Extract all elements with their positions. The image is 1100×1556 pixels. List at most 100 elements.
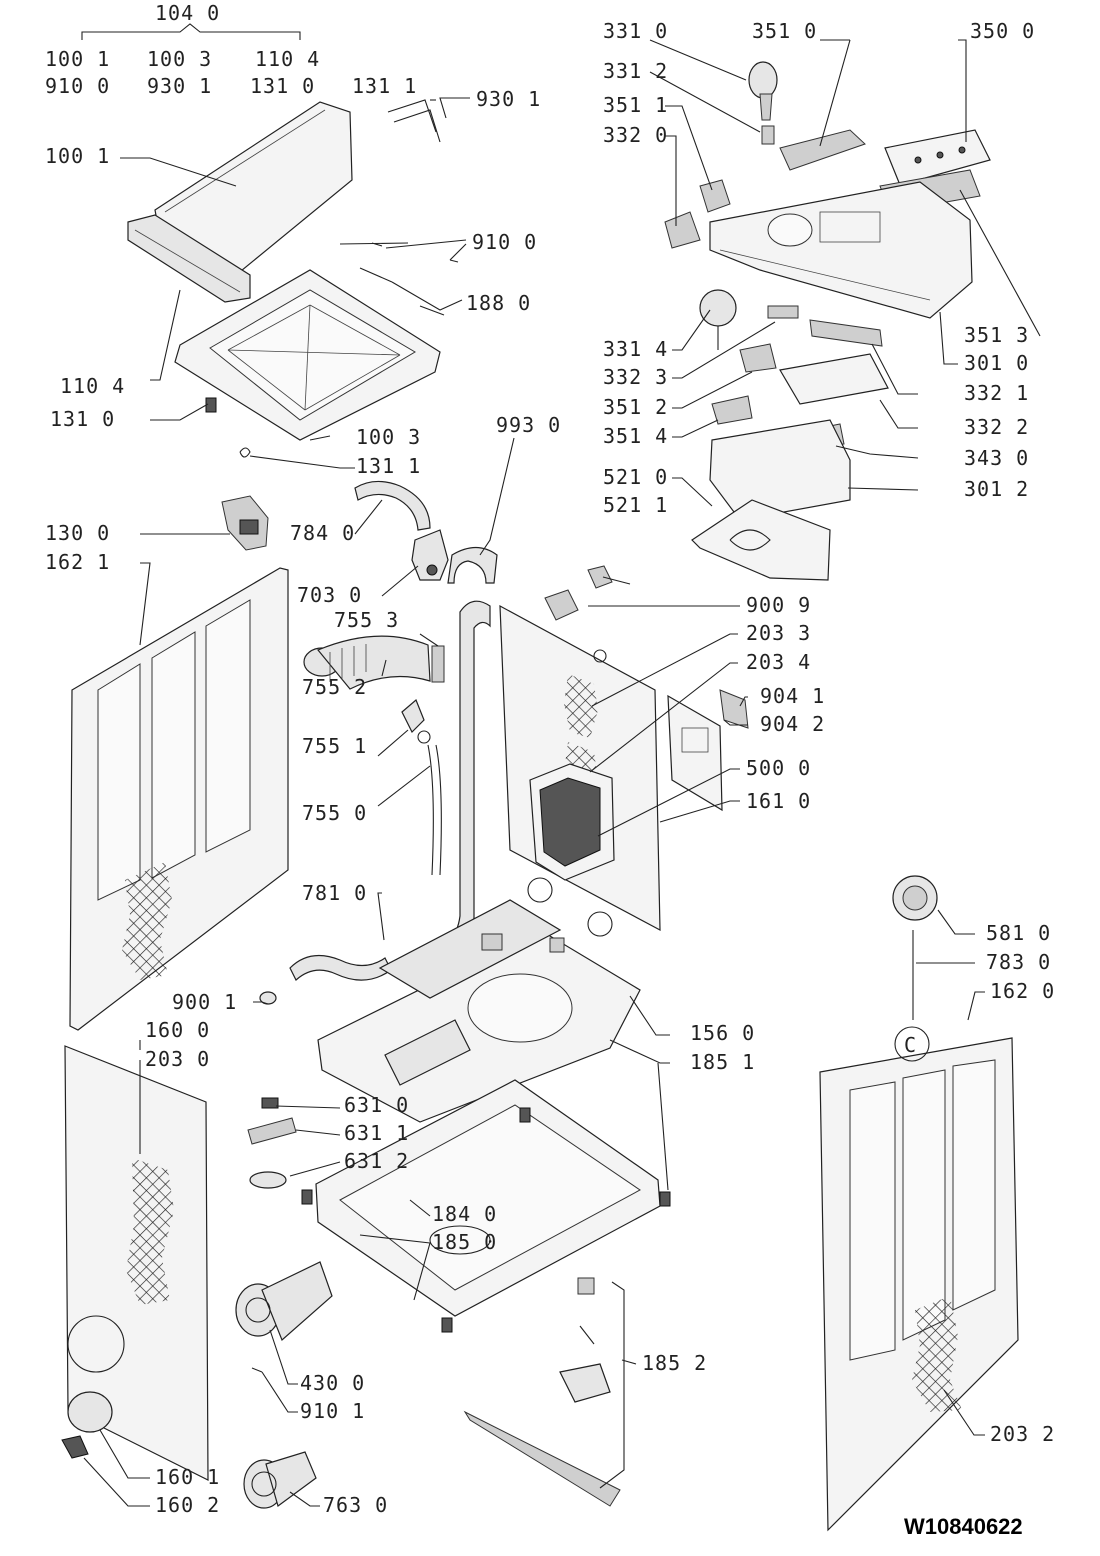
label-900-1: 900 1 — [172, 990, 237, 1014]
label-781-0: 781 0 — [302, 881, 367, 905]
label-131-0: 131 0 — [50, 407, 115, 431]
label-783-0: 783 0 — [986, 950, 1051, 974]
label-900-9: 900 9 — [746, 593, 811, 617]
motor-pulley — [892, 875, 938, 921]
label-343-0: 343 0 — [964, 446, 1029, 470]
label-203-2: 203 2 — [990, 1422, 1055, 1446]
hose-781 — [289, 954, 392, 981]
label-301-2: 301 2 — [964, 477, 1029, 501]
label-521-0: 521 0 — [603, 465, 668, 489]
rear-support-521 — [691, 499, 831, 581]
base-frame — [301, 1079, 671, 1333]
leveling-foot-185 — [463, 1277, 621, 1507]
label-784-0: 784 0 — [290, 521, 355, 545]
label-755-2: 755 2 — [302, 675, 367, 699]
label-351-0: 351 0 — [752, 19, 817, 43]
label-110-4: 110 4 — [255, 47, 320, 71]
leader-lines — [81, 23, 1041, 1507]
label-130-0: 130 0 — [45, 521, 110, 545]
label-581-0: 581 0 — [986, 921, 1051, 945]
left-side-panel — [69, 567, 289, 1031]
label-100-1: 100 1 — [45, 144, 110, 168]
label-188-0: 188 0 — [466, 291, 531, 315]
label-631-1: 631 1 — [344, 1121, 409, 1145]
label-162-1: 162 1 — [45, 550, 110, 574]
label-910-0: 910 0 — [45, 74, 110, 98]
spring-131 — [239, 447, 251, 458]
top-cabinet-frame — [174, 269, 441, 441]
label-131-1: 131 1 — [352, 74, 417, 98]
label-331-2: 331 2 — [603, 59, 668, 83]
drain-connector-755 — [401, 698, 442, 876]
label-904-2: 904 2 — [760, 712, 825, 736]
label-203-3: 203 3 — [746, 621, 811, 645]
label-332-2: 332 2 — [964, 415, 1029, 439]
label-521-1: 521 1 — [603, 493, 668, 517]
door-lock — [221, 495, 269, 551]
label-185-1: 185 1 — [690, 1050, 755, 1074]
label-203-4: 203 4 — [746, 650, 811, 674]
label-161-0: 161 0 — [746, 789, 811, 813]
label-185-2: 185 2 — [642, 1351, 707, 1375]
label-100-3: 100 3 — [356, 425, 421, 449]
label-131-1: 131 1 — [356, 454, 421, 478]
label-332-1: 332 1 — [964, 381, 1029, 405]
label-350-0: 350 0 — [970, 19, 1035, 43]
right-side-panel — [819, 1037, 1019, 1532]
switch-board-332-2 — [779, 353, 889, 405]
console-housing — [709, 181, 973, 319]
label-331-4: 331 4 — [603, 337, 668, 361]
hinge-131 — [205, 397, 217, 413]
label-500-0: 500 0 — [746, 756, 811, 780]
label-631-2: 631 2 — [344, 1149, 409, 1173]
label-332-0: 332 0 — [603, 123, 668, 147]
drain-hose-755 — [303, 635, 445, 690]
label-755-0: 755 0 — [302, 801, 367, 825]
circle-c-marker: C — [894, 1026, 930, 1062]
display-bracket-351 — [779, 129, 866, 171]
rear-panel — [499, 604, 661, 937]
label-332-3: 332 3 — [603, 365, 668, 389]
knob-shaft-331-2 — [761, 125, 775, 145]
base-tub-plate — [317, 899, 641, 1123]
bracket-351-2 — [739, 343, 777, 373]
label-131-0: 131 0 — [250, 74, 315, 98]
label-351-1: 351 1 — [603, 93, 668, 117]
svg-text:C: C — [904, 1033, 917, 1057]
label-703-0: 703 0 — [297, 583, 362, 607]
switch-332-0 — [664, 179, 731, 249]
label-100-1: 100 1 — [45, 47, 110, 71]
control-tray-301-2 — [709, 419, 851, 521]
label-930-1: 930 1 — [476, 87, 541, 111]
label-160-0: 160 0 — [145, 1018, 210, 1042]
document-number: W10840622 — [904, 1514, 1023, 1539]
front-panel — [64, 1045, 209, 1481]
bracket-900-9 — [544, 565, 613, 621]
callout-labels: 104 0 100 1 100 3 110 4 910 0 930 1 131 … — [45, 1, 1055, 1517]
label-104-0: 104 0 — [155, 1, 220, 25]
hose-993 — [447, 546, 498, 584]
label-930-1: 930 1 — [147, 74, 212, 98]
filter-door — [61, 1391, 113, 1459]
button-332-3 — [767, 305, 799, 319]
inlet-hose-784 — [354, 480, 431, 531]
label-351-3: 351 3 — [964, 323, 1029, 347]
label-160-2: 160 2 — [155, 1493, 220, 1517]
pins-910-and-rods-188 — [359, 242, 459, 316]
main-control-board — [884, 129, 991, 186]
rear-plate-904 — [667, 689, 749, 812]
label-993-0: 993 0 — [496, 413, 561, 437]
label-755-3: 755 3 — [334, 608, 399, 632]
label-162-0: 162 0 — [990, 979, 1055, 1003]
knob-ring-331-4 — [699, 289, 737, 350]
label-631-0: 631 0 — [344, 1093, 409, 1117]
label-110-4: 110 4 — [60, 374, 125, 398]
screw-910-1 — [251, 1367, 263, 1373]
switch-bar-332-1 — [809, 319, 883, 347]
knob-331 — [748, 61, 778, 121]
label-184-0: 184 0 — [432, 1202, 497, 1226]
label-430-0: 430 0 — [300, 1371, 365, 1395]
label-910-1: 910 1 — [300, 1399, 365, 1423]
button-set-351-4 — [711, 395, 753, 425]
